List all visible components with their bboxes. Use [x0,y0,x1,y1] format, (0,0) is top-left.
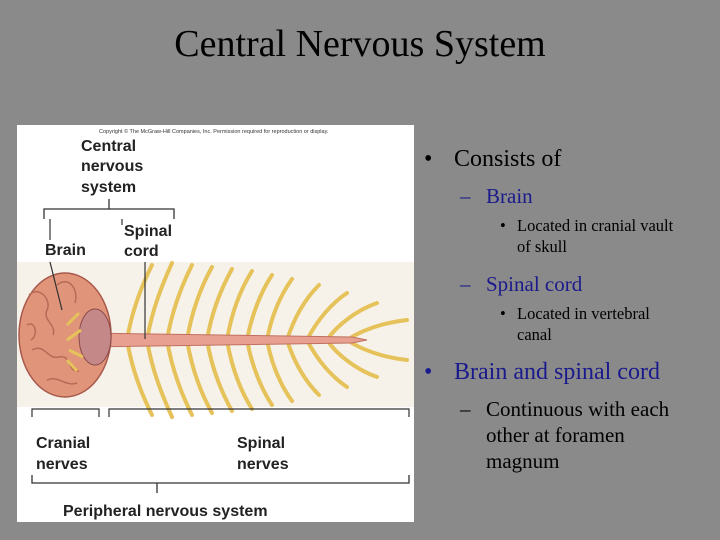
bullet-consists-of: • Consists of [424,146,562,172]
brain-folds [26,281,80,385]
cranial-nerves-drawing [65,311,84,373]
label-spinal-cord-line2: cord [124,243,159,260]
label-spinal-cord-line1: Spinal [124,223,172,240]
cerebellum [78,308,112,366]
pns-bracket [31,475,410,493]
label-spinal-nerves-line1: Spinal [237,435,285,452]
label-cranial-nerves-line2: nerves [36,456,88,473]
nervous-system-illustration: Copyright © The McGraw-Hill Companies, I… [17,128,414,520]
bullet-list: • Consists of – Brain • Located in crani… [424,146,716,474]
label-cns-line1: Central [81,138,136,155]
sub-bullet-spinal-cord: – Spinal cord [460,272,583,296]
label-cns-line3: system [81,179,136,196]
nervous-system-figure: Copyright © The McGraw-Hill Companies, I… [17,125,414,522]
label-cranial-nerves-line1: Cranial [36,435,90,452]
sub-bullet-brain: – Brain [460,184,533,208]
label-cns-line2: nervous [81,158,143,175]
slide-title: Central Nervous System [174,23,546,65]
brain-pointer [49,261,63,311]
spinal-nerves [125,261,409,419]
label-pns: Peripheral nervous system [63,503,268,520]
bullet-brain-and-spinal-cord: • Brain and spinal cord [424,359,660,385]
label-spinal-nerves-line2: nerves [237,456,289,473]
spinal-nerves-bracket [108,408,410,417]
cns-bracket [43,199,175,219]
cranial-bracket [31,408,100,417]
label-brain: Brain [45,242,86,259]
copyright-text: Copyright © The McGraw-Hill Companies, I… [99,128,329,135]
